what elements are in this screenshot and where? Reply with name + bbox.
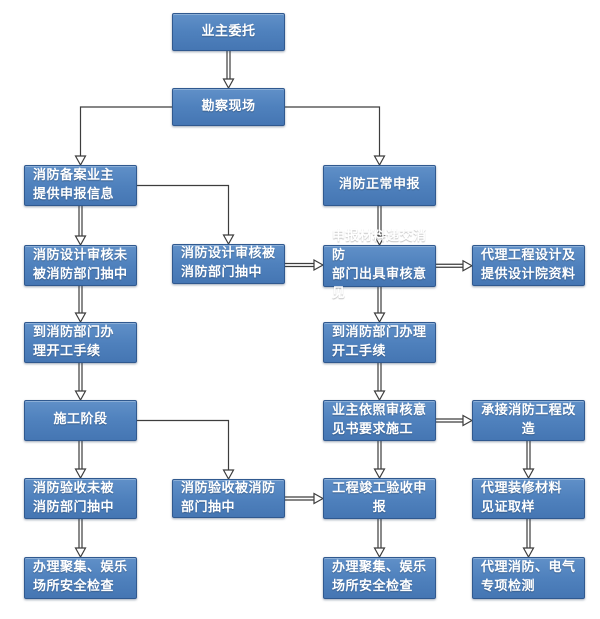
flow-node-acceptance-selected: 消防验收被消防 部门抽中 bbox=[172, 479, 285, 518]
flow-node-left-start-procedures: 到消防部门办 理开工手续 bbox=[24, 322, 137, 363]
edge-design-not-selected-to-left-start-procedures-arrowhead bbox=[74, 312, 87, 324]
edge-submit-materials-to-right-start-procedures bbox=[377, 287, 382, 313]
edge-construction-phase-to-acceptance-not-selected-arrowhead bbox=[74, 468, 87, 480]
edge-acceptance-not-selected-to-left-safety-check-arrowhead bbox=[74, 547, 87, 559]
edge-submit-materials-to-agency-design bbox=[436, 263, 463, 268]
edge-right-start-procedures-to-owner-follow-review-arrowhead bbox=[373, 390, 386, 402]
flow-node-undertake-renovation: 承接消防工程改造 bbox=[472, 400, 585, 441]
edge-filing-owner-info-to-design-not-selected-arrowhead bbox=[74, 235, 87, 247]
edge-completion-acceptance-to-right-safety-check-arrowhead bbox=[373, 547, 386, 559]
edge-acceptance-selected-to-completion-acceptance bbox=[285, 496, 314, 501]
edge-site-survey-to-normal-application-arrowhead bbox=[373, 155, 386, 167]
flow-node-agency-design: 代理工程设计及 提供设计院资料 bbox=[472, 245, 585, 286]
edge-design-selected-to-submit-materials bbox=[285, 262, 314, 268]
flow-node-owner-follow-review: 业主依照审核意 见书要求施工 bbox=[323, 400, 436, 441]
edge-owner-follow-review-to-undertake-renovation-arrowhead bbox=[462, 414, 474, 427]
flow-node-right-start-procedures: 到消防部门办理 开工手续 bbox=[323, 322, 436, 363]
edge-design-not-selected-to-left-start-procedures bbox=[78, 286, 83, 313]
edge-construction-phase-to-acceptance-selected-arrowhead bbox=[222, 469, 235, 481]
edge-material-sampling-to-special-inspection bbox=[526, 519, 531, 548]
edge-left-start-procedures-to-construction-phase-arrowhead bbox=[74, 390, 87, 402]
edge-undertake-renovation-to-material-sampling-arrowhead bbox=[522, 468, 535, 480]
edge-material-sampling-to-special-inspection-arrowhead bbox=[522, 547, 535, 559]
flow-node-design-not-selected: 消防设计审核未 被消防部门抽中 bbox=[24, 245, 137, 286]
edge-owner-entrust-to-site-survey bbox=[226, 51, 231, 79]
edge-design-selected-to-submit-materials-arrowhead bbox=[313, 258, 325, 272]
edge-submit-materials-to-right-start-procedures-arrowhead bbox=[373, 312, 386, 324]
flow-node-left-safety-check: 办理聚集、娱乐 场所安全检查 bbox=[24, 557, 137, 599]
edge-site-survey-to-normal-application bbox=[285, 106, 381, 156]
edge-owner-follow-review-to-completion-acceptance-arrowhead bbox=[373, 468, 386, 480]
edge-completion-acceptance-to-right-safety-check bbox=[377, 519, 382, 548]
flow-node-completion-acceptance: 工程竣工验收申报 bbox=[323, 478, 436, 519]
flow-node-acceptance-not-selected: 消防验收未被 消防部门抽中 bbox=[24, 478, 137, 519]
flow-node-site-survey: 勘察现场 bbox=[172, 88, 285, 126]
edge-filing-owner-info-to-design-selected bbox=[137, 184, 230, 235]
edge-site-survey-to-filing-owner-info bbox=[79, 106, 172, 156]
edge-normal-application-to-submit-materials-arrowhead bbox=[373, 235, 386, 247]
edge-undertake-renovation-to-material-sampling bbox=[526, 441, 531, 469]
flow-node-submit-materials: 申报材料递交消防 部门出具审核意见 bbox=[323, 229, 436, 301]
flow-node-right-safety-check: 办理聚集、娱乐 场所安全检查 bbox=[323, 557, 436, 599]
flow-node-normal-application: 消防正常申报 bbox=[323, 165, 436, 206]
edge-construction-phase-to-acceptance-not-selected bbox=[78, 441, 83, 469]
edge-filing-owner-info-to-design-selected-arrowhead bbox=[222, 234, 235, 246]
edge-filing-owner-info-to-design-not-selected bbox=[78, 206, 83, 236]
edge-right-start-procedures-to-owner-follow-review bbox=[377, 363, 382, 391]
flow-node-special-inspection: 代理消防、电气 专项检测 bbox=[472, 557, 585, 599]
flow-node-filing-owner-info: 消防备案业主 提供申报信息 bbox=[24, 165, 137, 206]
edge-acceptance-selected-to-completion-acceptance-arrowhead bbox=[313, 492, 325, 505]
edge-construction-phase-to-acceptance-selected bbox=[137, 419, 230, 470]
edge-acceptance-not-selected-to-left-safety-check bbox=[78, 519, 83, 548]
flow-node-construction-phase: 施工阶段 bbox=[24, 400, 137, 441]
flow-node-owner-entrust: 业主委托 bbox=[172, 13, 285, 51]
flow-node-design-selected: 消防设计审核被 消防部门抽中 bbox=[172, 244, 285, 284]
edge-normal-application-to-submit-materials bbox=[377, 206, 382, 236]
flow-node-material-sampling: 代理装修材料 见证取样 bbox=[472, 478, 585, 519]
edge-owner-follow-review-to-completion-acceptance bbox=[377, 441, 382, 469]
edge-owner-entrust-to-site-survey-arrowhead bbox=[222, 78, 235, 90]
edge-left-start-procedures-to-construction-phase bbox=[78, 363, 83, 391]
edge-submit-materials-to-agency-design-arrowhead bbox=[462, 259, 474, 272]
edge-site-survey-to-filing-owner-info-arrowhead bbox=[74, 155, 87, 167]
edge-owner-follow-review-to-undertake-renovation bbox=[436, 418, 463, 423]
